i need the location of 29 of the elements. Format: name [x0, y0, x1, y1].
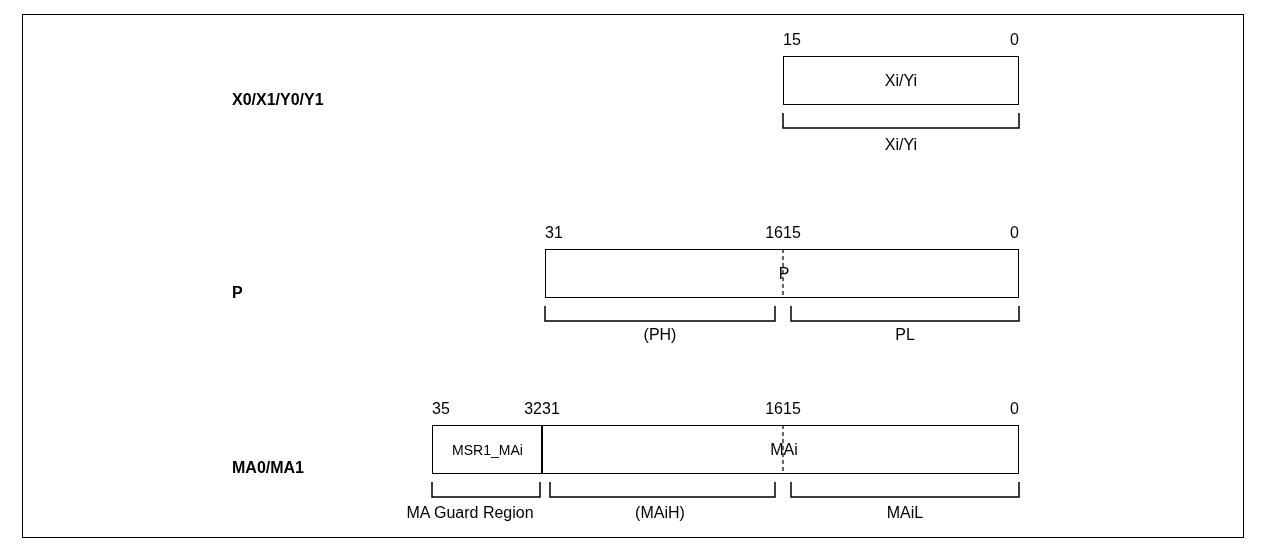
bit-number: 0 — [1010, 224, 1019, 242]
field-label: MAiL — [886, 504, 924, 522]
field-label: PL — [895, 326, 915, 344]
register-field-box — [432, 425, 543, 474]
register-label: X0/X1/Y0/Y1 — [232, 91, 324, 109]
bit-number: 16 — [765, 224, 783, 242]
field-label: Xi/Yi — [884, 136, 918, 154]
register-name: Xi/Yi — [884, 71, 918, 90]
register-label: MA0/MA1 — [232, 459, 304, 477]
bit-number: 32 — [524, 400, 542, 418]
field-label: MA Guard Region — [406, 504, 534, 522]
register-name: P — [778, 264, 790, 283]
bit-number: 15 — [783, 224, 801, 242]
field-label: (PH) — [643, 326, 677, 344]
bit-number: 15 — [783, 400, 801, 418]
bit-number: 0 — [1010, 31, 1019, 49]
register-name: MAi — [770, 440, 798, 459]
register-box — [783, 56, 1019, 105]
bit-number: 35 — [432, 400, 450, 418]
register-box — [545, 249, 1019, 298]
bit-number: 31 — [542, 400, 560, 418]
bit-number: 16 — [765, 400, 783, 418]
bit-number: 0 — [1010, 400, 1019, 418]
field-label: (MAiH) — [635, 504, 685, 522]
bit-number: 31 — [545, 224, 563, 242]
register-name: MSR1_MAi — [452, 441, 523, 458]
register-label: P — [232, 284, 243, 302]
register-box — [541, 425, 1019, 474]
bit-number: 15 — [783, 31, 801, 49]
